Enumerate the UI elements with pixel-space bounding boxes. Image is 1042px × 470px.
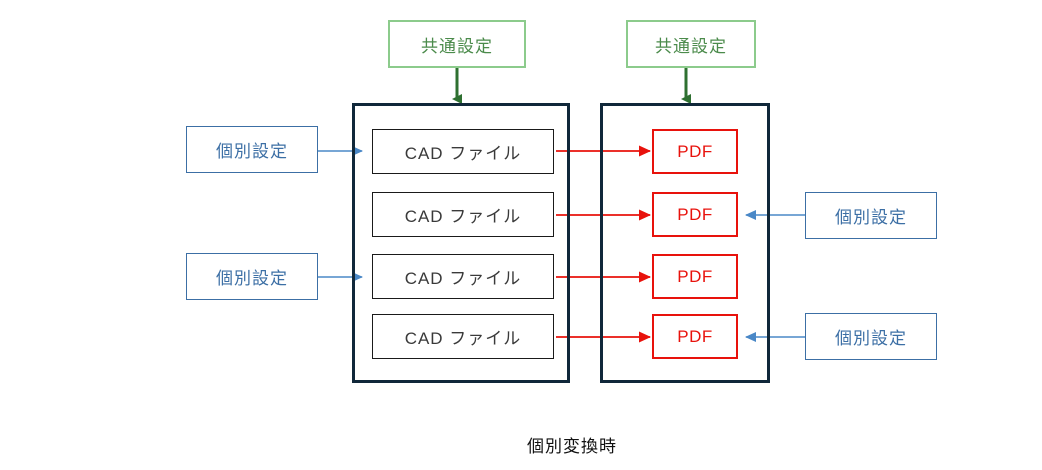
- cad-container: [352, 103, 570, 383]
- diagram-caption: 個別変換時: [527, 437, 617, 456]
- cad-file-label: CAD ファイル: [404, 329, 522, 348]
- individual-settings-label: 個別設定: [835, 329, 907, 348]
- pdf-box-4[interactable]: PDF: [652, 314, 738, 359]
- pdf-box-1[interactable]: PDF: [652, 129, 738, 174]
- cad-file-box-3[interactable]: CAD ファイル: [372, 254, 554, 299]
- common-settings-box-cad[interactable]: 共通設定: [388, 20, 526, 68]
- individual-settings-label: 個別設定: [216, 142, 288, 161]
- pdf-label: PDF: [677, 266, 713, 286]
- pdf-box-3[interactable]: PDF: [652, 254, 738, 299]
- cad-file-box-2[interactable]: CAD ファイル: [372, 192, 554, 237]
- cad-file-box-4[interactable]: CAD ファイル: [372, 314, 554, 359]
- pdf-label: PDF: [677, 204, 713, 224]
- cad-file-label: CAD ファイル: [404, 207, 522, 226]
- individual-settings-box-right-1[interactable]: 個別設定: [805, 192, 937, 239]
- individual-settings-box-left-1[interactable]: 個別設定: [186, 126, 318, 173]
- individual-settings-box-left-2[interactable]: 個別設定: [186, 253, 318, 300]
- pdf-box-2[interactable]: PDF: [652, 192, 738, 237]
- individual-settings-box-right-2[interactable]: 個別設定: [805, 313, 937, 360]
- cad-file-label: CAD ファイル: [404, 144, 522, 163]
- cad-file-box-1[interactable]: CAD ファイル: [372, 129, 554, 174]
- pdf-label: PDF: [677, 141, 713, 161]
- common-settings-box-pdf[interactable]: 共通設定: [626, 20, 756, 68]
- individual-settings-label: 個別設定: [835, 208, 907, 227]
- individual-settings-label: 個別設定: [216, 269, 288, 288]
- cad-file-label: CAD ファイル: [404, 269, 522, 288]
- common-settings-label: 共通設定: [421, 36, 493, 56]
- pdf-container: [600, 103, 770, 383]
- common-settings-label: 共通設定: [655, 36, 727, 56]
- pdf-label: PDF: [677, 326, 713, 346]
